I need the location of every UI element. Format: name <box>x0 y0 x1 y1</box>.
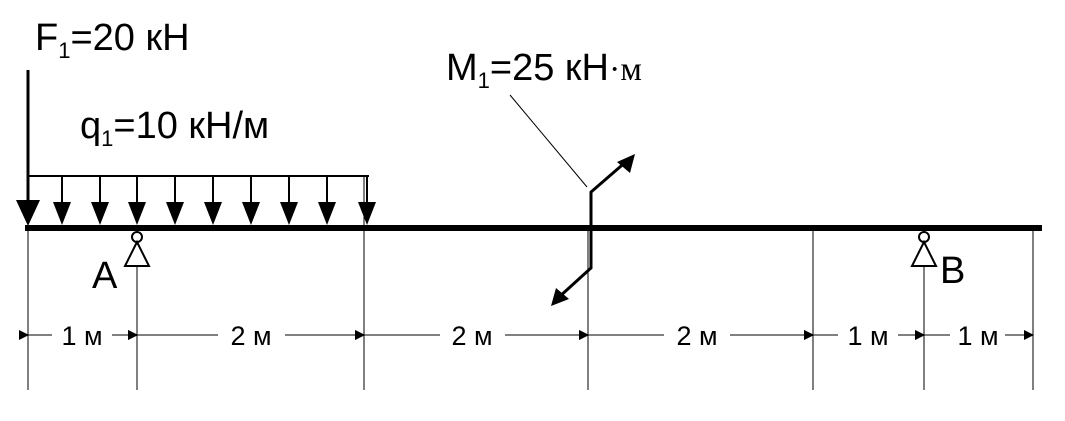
support-b-label: B <box>940 250 965 292</box>
dimension-label: 2 м <box>451 321 492 351</box>
distributed-load-arrows <box>61 176 368 203</box>
dimension-label: 1 м <box>61 321 102 351</box>
moment-symbol <box>556 158 629 300</box>
dimension-label: 1 м <box>847 321 888 351</box>
dimension-label: 1 м <box>957 321 998 351</box>
force-label: F1=20 кН <box>35 17 190 63</box>
moment-arrowhead-top <box>617 154 635 173</box>
distributed-load <box>28 175 376 225</box>
moment-label: M1=25 кН·м <box>446 47 642 93</box>
support-b <box>910 231 938 267</box>
support-a-label: A <box>92 255 118 297</box>
distributed-load-label: q1=10 кН/м <box>80 105 269 151</box>
force-arrow <box>16 70 40 226</box>
moment-leader-line <box>509 94 588 188</box>
dimension-label: 2 м <box>230 321 271 351</box>
moment-arrowhead-bottom <box>551 288 569 306</box>
support-a <box>123 231 151 267</box>
dimension-label: 2 м <box>676 321 717 351</box>
